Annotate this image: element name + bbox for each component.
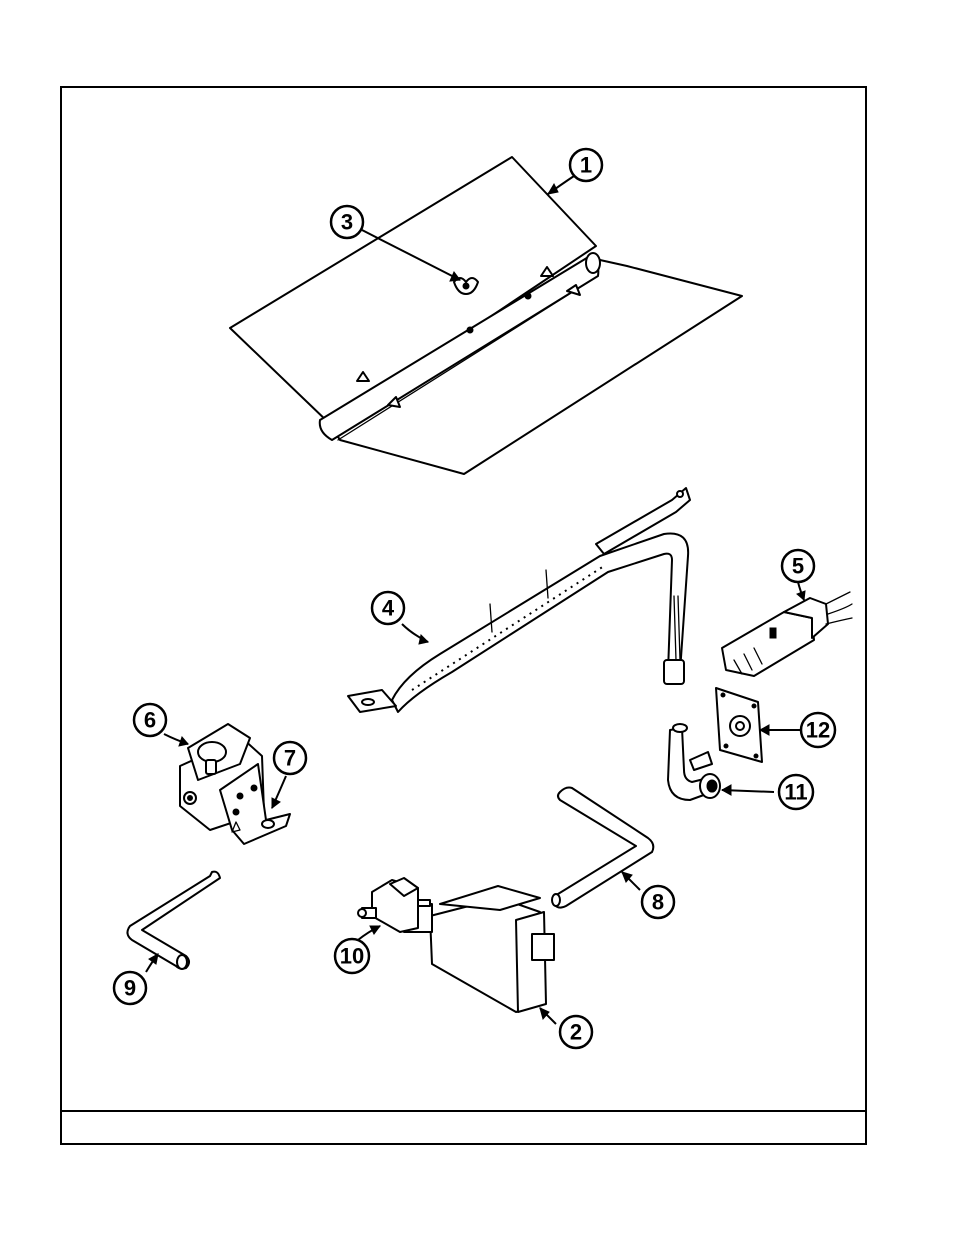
- callout-4: 4: [372, 592, 404, 624]
- callout-7: 7: [274, 742, 306, 774]
- callout-8: 8: [642, 886, 674, 918]
- callout-1: 1: [570, 149, 602, 181]
- svg-text:9: 9: [124, 976, 136, 1001]
- bent-tube-8: [552, 788, 653, 908]
- svg-text:7: 7: [284, 746, 296, 771]
- svg-text:12: 12: [806, 718, 830, 743]
- orifice-fitting: [358, 878, 418, 932]
- svg-text:8: 8: [652, 890, 664, 915]
- callout-6: 6: [134, 704, 166, 736]
- callout-10: 10: [335, 939, 369, 973]
- callout-2: 2: [560, 1016, 592, 1048]
- callout-12: 12: [801, 713, 835, 747]
- bent-tube-9: [127, 872, 220, 969]
- svg-text:6: 6: [144, 708, 156, 733]
- svg-text:1: 1: [580, 153, 592, 178]
- ignitor-connector: [722, 592, 852, 676]
- svg-text:4: 4: [382, 596, 395, 621]
- svg-text:2: 2: [570, 1020, 582, 1045]
- callout-9: 9: [114, 972, 146, 1004]
- svg-text:5: 5: [792, 554, 804, 579]
- callout-11: 11: [779, 775, 813, 809]
- svg-text:3: 3: [341, 210, 353, 235]
- mounting-plate: [716, 688, 762, 762]
- svg-text:10: 10: [340, 944, 364, 969]
- burner-baffle: [230, 157, 742, 474]
- svg-text:11: 11: [784, 780, 807, 805]
- callout-3: 3: [331, 206, 363, 238]
- elbow-fitting: [668, 724, 720, 800]
- callout-5: 5: [782, 550, 814, 582]
- burner-head: [404, 886, 554, 1012]
